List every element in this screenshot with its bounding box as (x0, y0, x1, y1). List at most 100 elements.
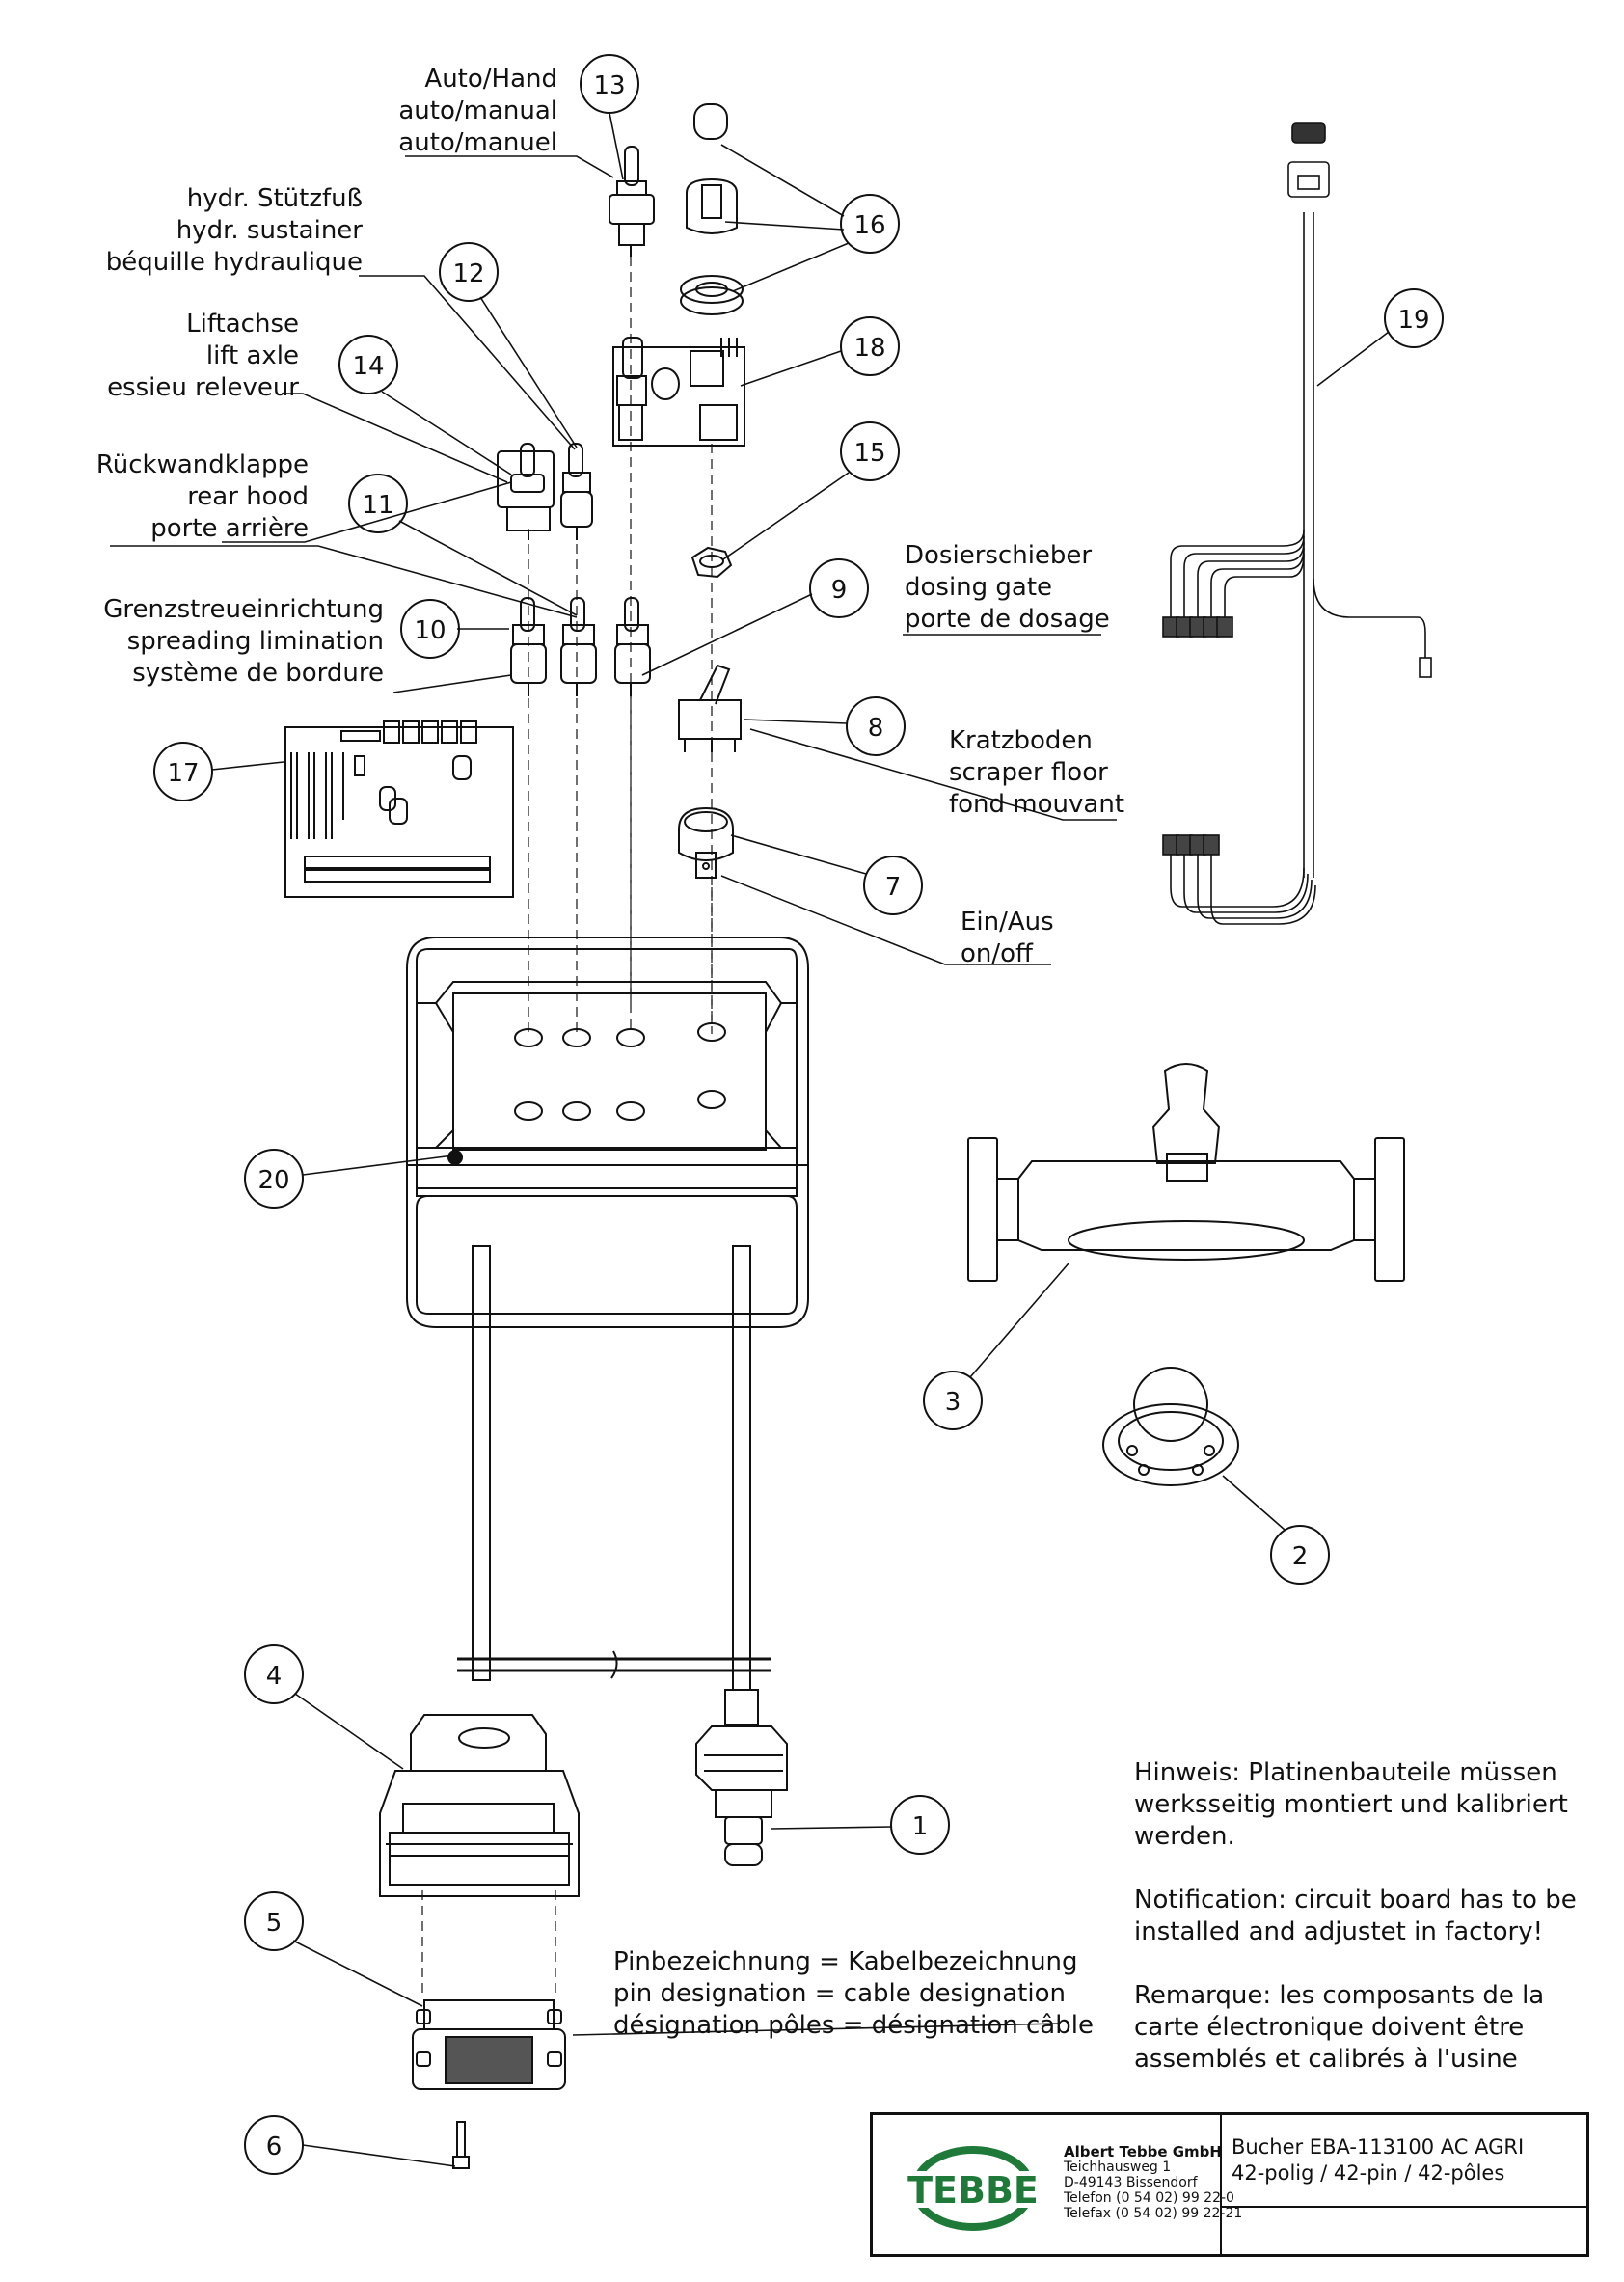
label-line: Ein/Aus (961, 908, 1054, 937)
label-line: béquille hydraulique (105, 248, 363, 277)
callout-7: 7 (863, 856, 923, 915)
label-pin-designation: Pinbezeichnung = Kabelbezeichnung pin de… (613, 1946, 1094, 2042)
label-line: porte arrière (150, 514, 309, 543)
label-line: on/off (961, 939, 1033, 968)
callout-label: 15 (853, 439, 885, 468)
callout-20: 20 (244, 1149, 304, 1209)
part-10-toggle-switch (510, 597, 547, 696)
callout-label: 9 (831, 576, 848, 605)
part-13-toggle-switch (609, 146, 655, 257)
part-17-main-board (284, 720, 514, 898)
callout-label: 1 (912, 1812, 929, 1841)
callout-label: 7 (885, 873, 902, 902)
company-line: Teichhausweg 1 (1064, 2160, 1172, 2175)
callout-label: 8 (868, 714, 884, 743)
callout-6: 6 (244, 2115, 304, 2175)
callout-16: 16 (840, 194, 900, 254)
logo-text: TEBBE (907, 2169, 1039, 2212)
callout-8: 8 (846, 696, 906, 756)
drawing-title: Bucher EBA-113100 AC AGRI 42-polig / 42-… (1232, 2134, 1524, 2187)
label-auto-hand: Auto/Hand auto/manual auto/manuel (366, 64, 557, 159)
callout-9: 9 (809, 558, 869, 618)
label-line: auto/manuel (398, 128, 557, 157)
leader-lines (110, 112, 1390, 2167)
callout-11: 11 (348, 474, 408, 533)
part-4-connector-hood (379, 1714, 580, 1897)
part-15-nut (690, 546, 733, 579)
label-line: fond mouvant (949, 790, 1125, 819)
title-block: TEBBE Albert Tebbe GmbH Teichhausweg 1 D… (870, 2112, 1589, 2257)
label-line: Pinbezeichnung = Kabelbezeichnung (613, 1947, 1078, 1976)
label-line: Kratzboden (949, 726, 1093, 755)
part-11-toggle-switch (560, 597, 597, 696)
assembly-axes (421, 257, 713, 1997)
callout-label: 20 (257, 1166, 289, 1195)
callout-2: 2 (1270, 1525, 1330, 1585)
note-english: Notification: circuit board has to be in… (1134, 1886, 1577, 1946)
label-line: Dosierschieber (905, 541, 1093, 570)
company-address: Albert Tebbe GmbH Teichhausweg 1 D-49143… (1064, 2144, 1242, 2221)
company-line: Telefax (0 54 02) 99 22-21 (1064, 2206, 1243, 2221)
installation-notes: Hinweis: Platinenbauteile müssen werksse… (1134, 1757, 1597, 2107)
label-line: lift axle (205, 341, 299, 370)
note-french: Remarque: les composants de la carte éle… (1134, 1981, 1545, 2074)
label-line: rear hood (187, 482, 309, 511)
label-line: essieu releveur (107, 373, 299, 402)
label-on-off: Ein/Aus on/off (961, 907, 1054, 970)
callout-15: 15 (840, 421, 900, 481)
label-line: porte de dosage (905, 605, 1110, 634)
callout-3: 3 (923, 1371, 983, 1430)
callout-label: 11 (362, 491, 393, 520)
callout-18: 18 (840, 316, 900, 376)
company-line: D-49143 Bissendorf (1064, 2175, 1198, 2190)
callout-1: 1 (890, 1795, 950, 1855)
label-line: Rückwandklappe (95, 450, 309, 479)
label-lift-axle: Liftachse lift axle essieu releveur (77, 309, 299, 404)
label-line: auto/manual (398, 96, 557, 125)
label-line: hydr. Stützfuß (186, 184, 363, 213)
part-5-pin-insert (412, 1999, 566, 2090)
callout-label: 5 (266, 1909, 283, 1938)
company-line: Telefon (0 54 02) 99 22-0 (1064, 2190, 1234, 2206)
callout-19: 19 (1384, 288, 1444, 348)
label-line: spreading limination (126, 627, 384, 656)
callout-10: 10 (400, 599, 460, 659)
callout-label: 3 (945, 1388, 961, 1417)
callout-label: 12 (452, 259, 484, 288)
callout-label: 10 (414, 616, 446, 645)
title-divider (1220, 2115, 1222, 2254)
label-line: système de bordure (132, 659, 384, 688)
drawing-subtitle: 42-polig / 42-pin / 42-pôles (1232, 2161, 1505, 2185)
label-line: Liftachse (186, 310, 299, 339)
label-line: Grenzstreueinrichtung (103, 595, 384, 624)
callout-label: 6 (266, 2133, 283, 2161)
label-spreading: Grenzstreueinrichtung spreading liminati… (58, 594, 384, 690)
part-16-knob-set (680, 103, 744, 315)
part-12-toggle-switch (560, 443, 593, 540)
part-20-control-box (406, 937, 809, 1328)
drawing-number: Bucher EBA-113100 AC AGRI (1232, 2135, 1525, 2159)
part-3-mount-bracket (967, 1063, 1405, 1282)
tebbe-logo: TEBBE (890, 2146, 1056, 2231)
label-line: scraper floor (949, 758, 1108, 787)
part-7-push-button (678, 806, 734, 879)
callout-label: 14 (352, 352, 384, 381)
part-9-toggle-switch (614, 597, 651, 696)
label-line: pin designation = cable designation (613, 1979, 1066, 2008)
callout-label: 16 (853, 211, 885, 240)
label-dosing-gate: Dosierschieber dosing gate porte de dosa… (905, 540, 1110, 636)
callout-14: 14 (338, 335, 398, 394)
part-6-screw (452, 2121, 470, 2169)
callout-label: 17 (167, 759, 199, 788)
note-german: Hinweis: Platinenbauteile müssen werksse… (1134, 1758, 1568, 1851)
company-name: Albert Tebbe GmbH (1064, 2143, 1222, 2160)
callout-12: 12 (439, 242, 499, 302)
label-line: Auto/Hand (424, 65, 557, 94)
callout-label: 18 (853, 334, 885, 363)
part-1-round-plug (695, 1689, 788, 1866)
callout-label: 19 (1397, 306, 1429, 335)
part-18-control-board (612, 337, 745, 447)
callout-17: 17 (153, 742, 213, 801)
callout-label: 13 (593, 71, 625, 100)
